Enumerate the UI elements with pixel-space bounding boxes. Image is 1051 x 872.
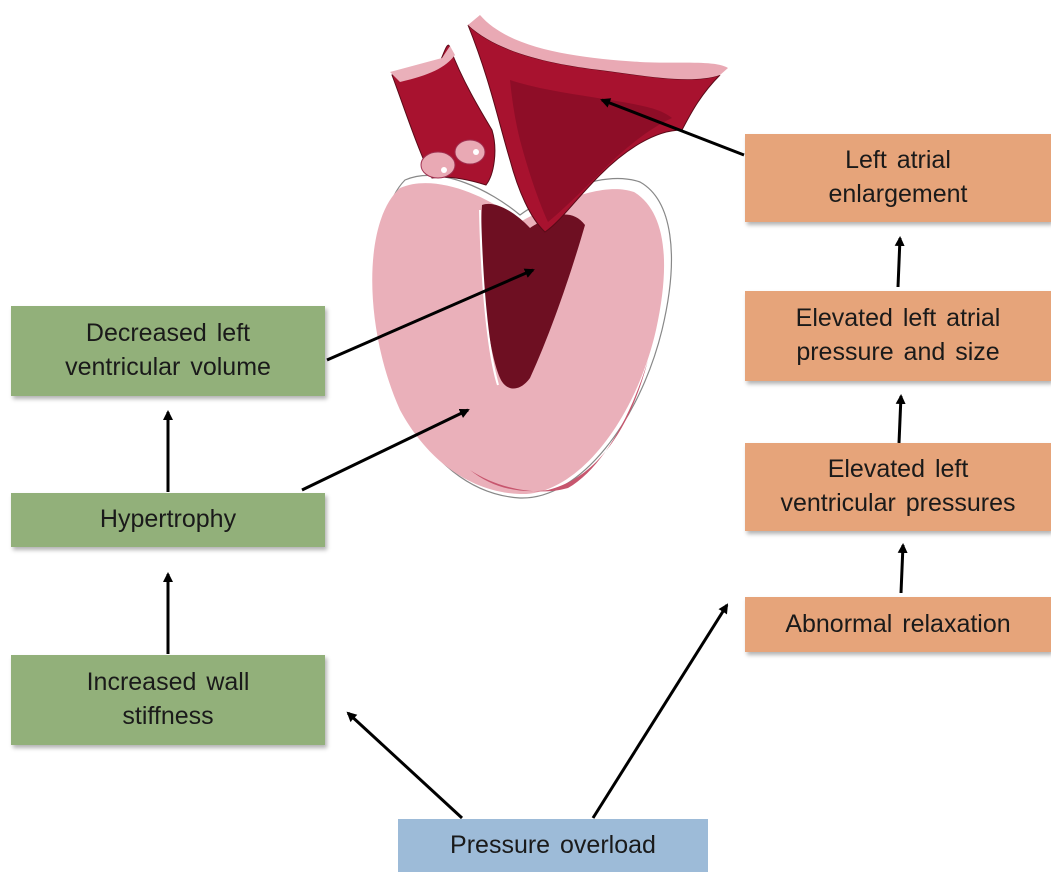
elevated-lv-pressures-box: Elevated left ventricular pressures (745, 443, 1051, 531)
left-atrial-enlargement-label: Left atrial enlargement (829, 144, 968, 212)
heart-illustration (372, 15, 728, 498)
aortic-valve-cusp (421, 152, 455, 178)
increased-wall-stiffness-box: Increased wall stiffness (11, 655, 325, 745)
abnormal-relaxation-label: Abnormal relaxation (785, 608, 1010, 642)
hypertrophy-box: Hypertrophy (11, 493, 325, 547)
arrow-la-pressure-to-enlargement (898, 238, 900, 287)
aortic-valve-cusp (455, 140, 485, 164)
pressure-overload-label: Pressure overload (450, 829, 656, 863)
arrow-lv-to-la-pressure (899, 396, 901, 443)
elevated-la-pressure-size-label: Elevated left atrial pressure and size (796, 302, 1001, 370)
elevated-la-pressure-size-box: Elevated left atrial pressure and size (745, 291, 1051, 381)
valve-highlight (441, 167, 447, 173)
pressure-overload-box: Pressure overload (398, 819, 708, 872)
valve-highlight (473, 149, 479, 155)
increased-wall-stiffness-label: Increased wall stiffness (87, 666, 250, 734)
decreased-lv-volume-box: Decreased left ventricular volume (11, 306, 325, 396)
arrow-relaxation-to-lv-pressures (901, 545, 903, 593)
hypertrophy-label: Hypertrophy (100, 503, 236, 537)
arrow-overload-to-relaxation (593, 605, 727, 818)
decreased-lv-volume-label: Decreased left ventricular volume (65, 317, 271, 385)
left-atrial-enlargement-box: Left atrial enlargement (745, 134, 1051, 222)
arrow-overload-to-stiffness (348, 713, 462, 818)
abnormal-relaxation-box: Abnormal relaxation (745, 597, 1051, 652)
elevated-lv-pressures-label: Elevated left ventricular pressures (780, 453, 1015, 521)
